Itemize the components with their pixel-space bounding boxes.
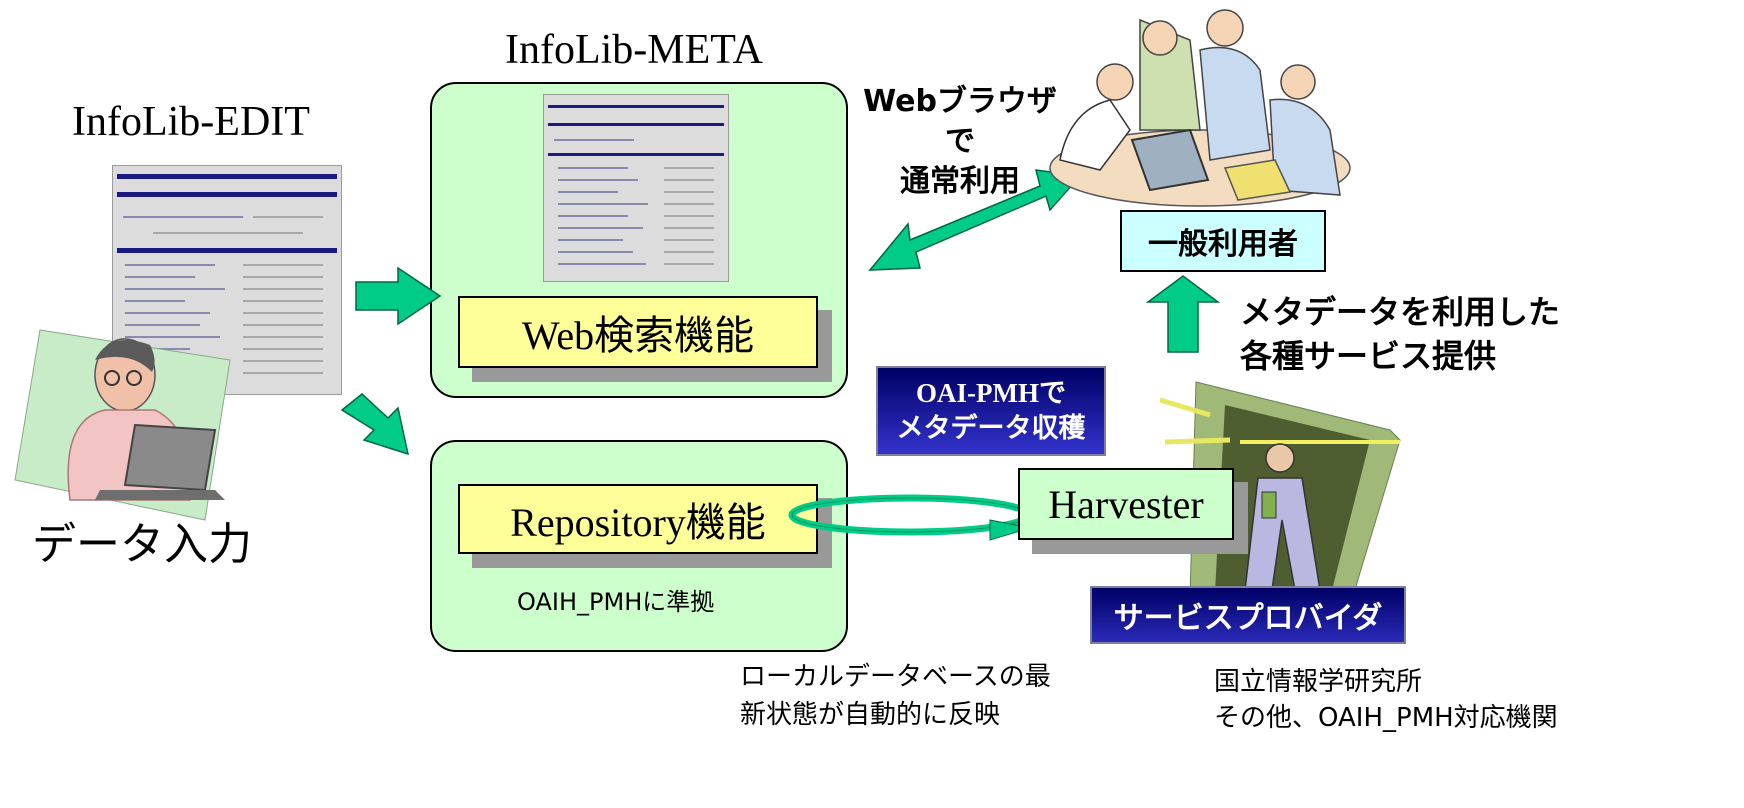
institutions-line1: 国立情報学研究所	[1214, 667, 1423, 697]
harvester-label: Harvester	[1048, 481, 1204, 527]
service-note-line1: メタデータを利用した	[1240, 293, 1561, 331]
institutions-line2: その他、OAIH_PMH対応機関	[1214, 703, 1558, 733]
auto-reflect-line1: ローカルデータベースの最	[740, 662, 1051, 692]
browser-usage-note: Webブラウザで 通常利用	[852, 82, 1068, 202]
auto-reflect-note: ローカルデータベースの最 新状態が自動的に反映	[740, 658, 1051, 734]
repository-box: Repository機能	[458, 484, 818, 554]
web-search-label: Web検索機能	[521, 313, 755, 358]
service-provider-box: サービスプロバイダ	[1090, 586, 1406, 644]
infolib-meta-title: InfoLib-META	[505, 27, 763, 73]
web-search-box: Web検索機能	[458, 296, 818, 368]
service-note: メタデータを利用した 各種サービス提供	[1240, 290, 1560, 378]
institutions-note: 国立情報学研究所 その他、OAIH_PMH対応機関	[1214, 664, 1558, 736]
oai-pmh-harvest-line1: OAI-PMHで	[916, 378, 1066, 408]
edit-to-web-arrow	[355, 266, 442, 326]
oai-pmh-harvest-badge: OAI-PMHで メタデータ収穫	[876, 366, 1106, 456]
service-note-line2: 各種サービス提供	[1240, 337, 1497, 375]
edit-to-repository-arrow	[340, 393, 410, 456]
browser-usage-line2: 通常利用	[900, 164, 1020, 199]
auto-reflect-line2: 新状態が自動的に反映	[740, 700, 1001, 730]
general-user-box: 一般利用者	[1120, 210, 1326, 272]
service-to-users-arrow	[1145, 275, 1221, 353]
repository-note: OAIH_PMHに準拠	[517, 588, 715, 616]
general-user-label: 一般利用者	[1148, 227, 1298, 262]
harvester-box: Harvester	[1018, 468, 1234, 540]
infolib-edit-screenshot	[112, 165, 342, 395]
infolib-meta-screenshot	[543, 94, 729, 282]
service-provider-label: サービスプロバイダ	[1113, 601, 1383, 636]
infolib-edit-title: InfoLib-EDIT	[72, 99, 310, 145]
data-entry-caption: データ入力	[32, 519, 252, 570]
repository-label: Repository機能	[510, 500, 766, 545]
oai-pmh-harvest-line2: メタデータ収穫	[896, 413, 1086, 444]
browser-usage-line1: Webブラウザで	[863, 84, 1057, 159]
